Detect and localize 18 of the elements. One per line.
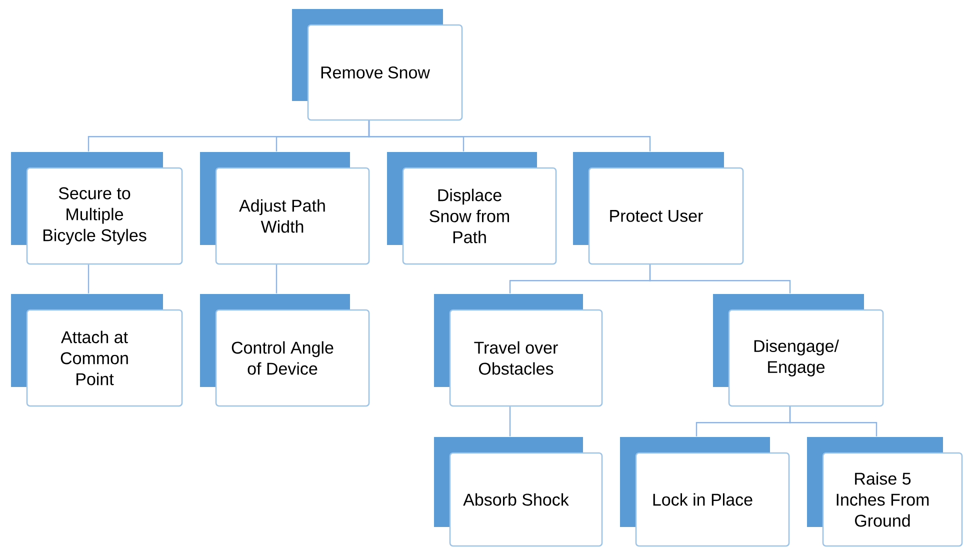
hierarchy-box: Raise 5 Inches From Ground <box>807 437 963 547</box>
hierarchy-box: Travel over Obstacles <box>434 294 603 407</box>
connector-line <box>789 406 878 436</box>
hierarchy-box: Displace Snow from Path <box>387 152 557 265</box>
connector-line <box>368 120 651 152</box>
hierarchy-box: Secure to Multiple Bicycle Styles <box>11 152 183 265</box>
connector-line <box>509 406 511 436</box>
hierarchy-box: Adjust Path Width <box>200 152 370 265</box>
hierarchy-box: Attach at Common Point <box>11 294 183 407</box>
hierarchy-box: Disengage/ Engage <box>713 294 884 407</box>
hierarchy-box: Lock in Place <box>620 437 790 547</box>
hierarchy-box: Protect User <box>573 152 744 265</box>
hierarchy-box: Remove Snow <box>292 9 463 121</box>
hierarchy-box: Control Angle of Device <box>200 294 370 407</box>
connector-line <box>649 264 791 294</box>
connector-line <box>276 264 278 294</box>
hierarchy-box: Absorb Shock <box>434 437 603 547</box>
connector-line <box>88 264 90 294</box>
